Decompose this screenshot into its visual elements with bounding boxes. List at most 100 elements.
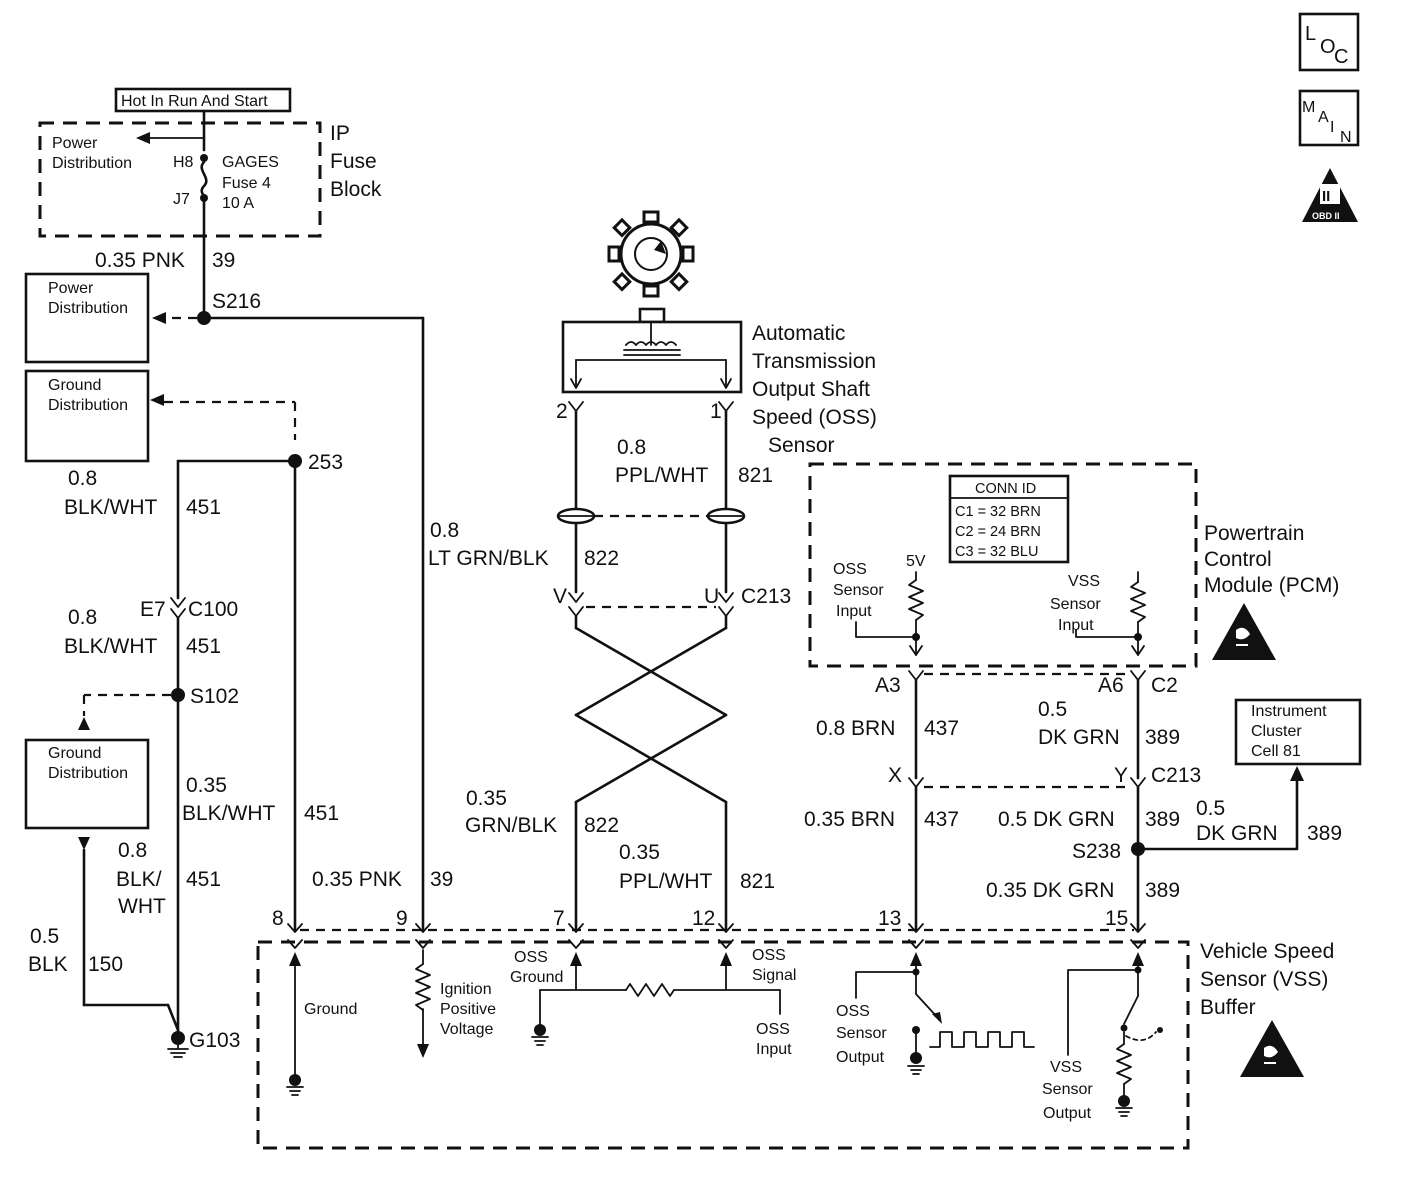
pcm-vss-input-1: VSS: [1068, 573, 1100, 590]
conn-id-row-c2: C2 = 24 BRN: [955, 524, 1041, 540]
conn-id-row-c3: C3 = 32 BLU: [955, 544, 1038, 560]
pcm-title-1: Powertrain: [1204, 522, 1304, 545]
conn-id-title: CONN ID: [975, 481, 1036, 497]
pcm-box[interactable]: [808, 462, 1198, 668]
oss-pin-1: 1: [710, 400, 722, 423]
oss-sensor: Automatic Transmission Output Shaft Spee…: [465, 210, 877, 932]
vss-buffer-title-1: Vehicle Speed: [1200, 940, 1334, 963]
oss-sensor-body[interactable]: [561, 320, 743, 394]
wire-389b-color: 0.5 DK GRN: [998, 808, 1115, 831]
cluster-line3: Cell 81: [1251, 743, 1301, 760]
wire-39-color: 0.35 PNK: [95, 249, 185, 272]
oss-output-label-1: OSS: [836, 1003, 870, 1020]
pin-j7-label: J7: [173, 191, 190, 208]
wire-821a-number: 821: [738, 464, 773, 487]
wire-39b-number: 39: [430, 868, 453, 891]
splice-253-label: 253: [308, 451, 343, 474]
wire-451c-color: BLK/WHT: [182, 802, 276, 825]
vss-buffer-title-3: Buffer: [1200, 996, 1256, 1019]
reluctor-wheel-icon: [607, 210, 695, 298]
oss-title-1: Automatic: [752, 322, 845, 345]
vss-output-label-1: VSS: [1050, 1059, 1082, 1076]
conn-u-label: U: [704, 585, 719, 608]
oss-ground-label-1: OSS: [514, 949, 548, 966]
conn-e7-label: E7: [140, 598, 166, 621]
fuse-rating-label: 10 A: [222, 195, 254, 212]
wire-389a-color: DK GRN: [1038, 726, 1120, 749]
ground-distribution-box-1[interactable]: [24, 369, 150, 463]
wire-451b-gauge: 0.8: [68, 606, 97, 629]
wire-437a-number: 437: [924, 717, 959, 740]
wire-451c-gauge: 0.35: [186, 774, 227, 797]
vss-buffer: 8 9 7 12 13 15 Vehicle Speed Sensor (VSS…: [256, 907, 1334, 1150]
ip-fuse-title-1: IP: [330, 122, 350, 145]
wire-822b-color: GRN/BLK: [465, 814, 557, 837]
obd-text: OBD II: [1312, 211, 1340, 221]
conn-x-label: X: [888, 764, 902, 787]
ignition-label-3: Voltage: [440, 1021, 493, 1038]
main-letter-n: N: [1340, 129, 1352, 146]
ground-g103-label: G103: [189, 1029, 240, 1052]
splice-s238-label: S238: [1072, 840, 1121, 863]
wire-389c-gauge: 0.5: [1196, 797, 1225, 820]
oss-output-label-2: Sensor: [836, 1025, 887, 1042]
power-dist-box-line1: Power: [48, 280, 94, 297]
wire-822b-gauge: 0.35: [466, 787, 507, 810]
splice-s102-label: S102: [190, 685, 239, 708]
oss-ground-label-2: Ground: [510, 969, 563, 986]
ground-distribution-box-2[interactable]: [24, 738, 150, 830]
square-wave-icon: [929, 1031, 1035, 1048]
wire-822b-number: 822: [584, 814, 619, 837]
wire-437a-color: 0.8 BRN: [816, 717, 895, 740]
wire-451d-color1: BLK/: [116, 868, 162, 891]
oss-title-2: Transmission: [752, 350, 876, 373]
conn-y-label: Y: [1114, 764, 1128, 787]
vss-buffer-title-2: Sensor (VSS): [1200, 968, 1328, 991]
wire-822a-gauge: 0.8: [430, 519, 459, 542]
conn-id-table: [948, 474, 1070, 564]
esd-warning-icon-buffer: [1240, 1020, 1304, 1077]
wire-822a-color: LT GRN/BLK: [428, 547, 549, 570]
oss-signal-label-1: OSS: [752, 947, 786, 964]
wire-821a-color: PPL/WHT: [615, 464, 709, 487]
pcm-title-3: Module (PCM): [1204, 574, 1339, 597]
buffer-ground-label: Ground: [304, 1001, 357, 1018]
instrument-cluster-box[interactable]: [1234, 698, 1362, 766]
vss-output-label-2: Sensor: [1042, 1081, 1093, 1098]
splice-s102: [171, 688, 185, 702]
wire-389c-color: DK GRN: [1196, 822, 1278, 845]
wire-821b-number: 821: [740, 870, 775, 893]
ground-dist2-line1: Ground: [48, 745, 101, 762]
wire-451c-number: 451: [304, 802, 339, 825]
loc-letter-c: C: [1334, 46, 1348, 68]
buffer-pin-12: 12: [692, 907, 715, 930]
oss-output-label-3: Output: [836, 1049, 885, 1066]
hot-in-run-label: Hot In Run And Start: [121, 93, 268, 110]
splice-s216-label: S216: [212, 290, 261, 313]
power-distribution-box[interactable]: [24, 272, 150, 364]
vss-buffer-box[interactable]: [256, 940, 1190, 1150]
buffer-pin-9: 9: [396, 907, 408, 930]
conn-v-label: V: [553, 585, 567, 608]
main-icon[interactable]: M A I N: [1298, 89, 1360, 147]
loc-icon[interactable]: L O C: [1298, 12, 1360, 72]
pcm-module: CONN ID C1 = 32 BRN C2 = 24 BRN C3 = 32 …: [804, 462, 1362, 932]
pin-a3-label: A3: [875, 674, 901, 697]
cluster-line1: Instrument: [1251, 703, 1327, 720]
pcm-vss-input-3: Input: [1058, 617, 1094, 634]
wire-389c-number: 389: [1307, 822, 1342, 845]
conn-c100-label: C100: [188, 598, 238, 621]
ground-dist1-line1: Ground: [48, 377, 101, 394]
wire-39b-color: 0.35 PNK: [312, 868, 402, 891]
pin-a6-label: A6: [1098, 674, 1124, 697]
obd-ii-icon[interactable]: II OBD II: [1302, 168, 1358, 222]
wire-451d-gauge: 0.8: [118, 839, 147, 862]
wire-822a-number: 822: [584, 547, 619, 570]
main-letter-a: A: [1318, 109, 1329, 126]
ignition-label-2: Positive: [440, 1001, 496, 1018]
wire-821a-gauge: 0.8: [617, 436, 646, 459]
cluster-line2: Cluster: [1251, 723, 1302, 740]
wire-150-color: BLK: [28, 953, 68, 976]
loc-letter-o: O: [1320, 36, 1336, 58]
ground-dist2-line2: Distribution: [48, 765, 128, 782]
